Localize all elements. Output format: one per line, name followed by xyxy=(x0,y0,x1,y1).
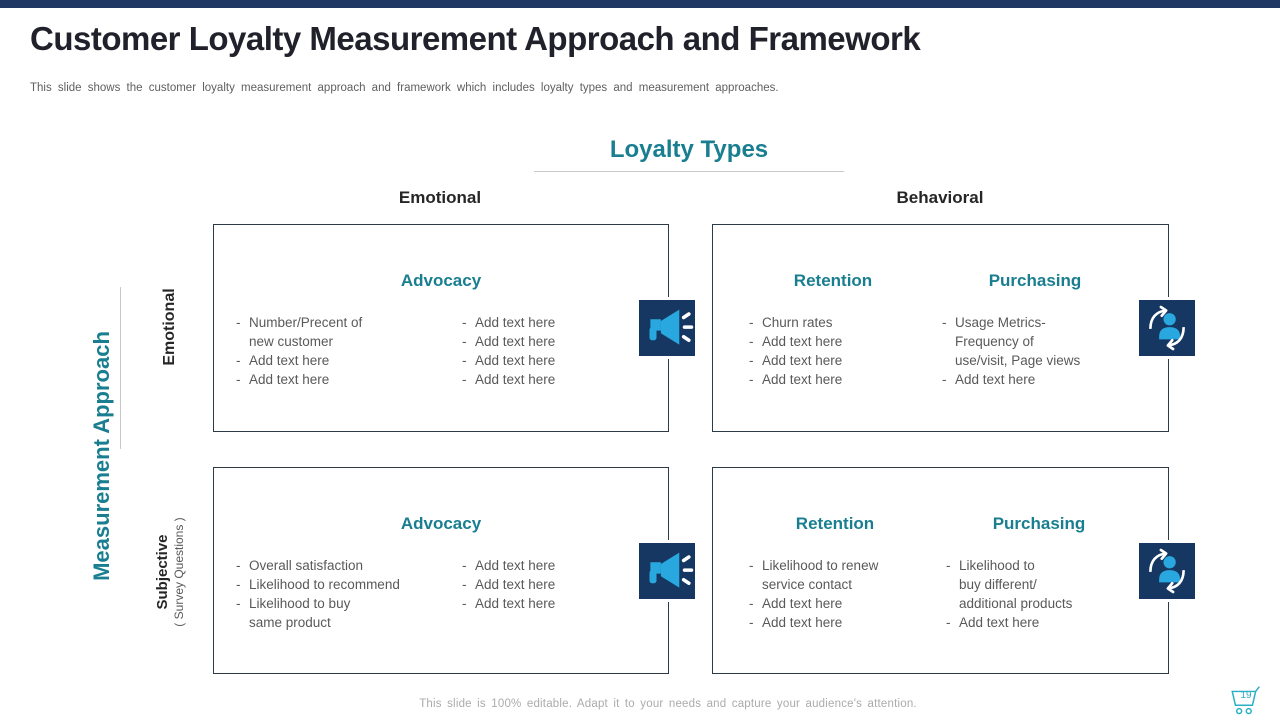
bullet-item: -Likelihood to renew service contact xyxy=(749,558,879,592)
bullet-item: -Add text here xyxy=(236,353,330,368)
matrix-box-behavioral-objective: Retention -Churn rates -Add text here -Add… xyxy=(712,224,1169,432)
customer-retention-icon xyxy=(1136,297,1198,359)
bullet-list: -Churn rates -Add text here -Add text here… xyxy=(749,313,917,389)
bullet-item: -Churn rates xyxy=(749,315,833,330)
box-header: Advocacy xyxy=(400,271,482,290)
bullet-item: -Add text here xyxy=(749,334,843,349)
bullet-item: -Add text here xyxy=(462,334,556,349)
column-header xyxy=(236,271,450,313)
bullet-item: -Add text here xyxy=(462,353,556,368)
bullet-item: -Likelihood to recommend xyxy=(236,577,400,592)
column-header-emotional: Emotional xyxy=(398,188,482,207)
row-axis-underline xyxy=(120,287,121,449)
bullet-item: -Likelihood to buy different/ additional… xyxy=(946,558,1073,611)
bullet-item: -Add text here xyxy=(462,372,556,387)
column-axis-title: Loyalty Types xyxy=(534,136,844,172)
bullet-item: -Add text here xyxy=(942,372,1036,387)
page-number: 19 xyxy=(1240,690,1252,701)
bullet-item: -Add text here xyxy=(946,615,1040,630)
bullet-list: -Usage Metrics- Frequency of use/visit, … xyxy=(942,313,1128,389)
bullet-item: -Usage Metrics- Frequency of use/visit, … xyxy=(942,315,1081,368)
bullet-item: -Add text here xyxy=(749,596,843,611)
bullet-list: -Add text here -Add text here -Add text he… xyxy=(462,313,658,389)
column-header-behavioral: Behavioral xyxy=(896,188,984,207)
cart-icon xyxy=(1228,684,1262,718)
page-title: Customer Loyalty Measurement Approach an… xyxy=(30,20,921,57)
column-header-retention: Retention xyxy=(793,271,873,290)
bullet-list: -Likelihood to buy different/ additional… xyxy=(946,556,1132,632)
megaphone-icon xyxy=(636,297,698,359)
column-header xyxy=(462,271,658,313)
bullet-item: -Add text here xyxy=(462,596,556,611)
bullet-item: -Likelihood to buy same product xyxy=(236,596,351,630)
row-header-emotional: Emotional xyxy=(161,288,178,366)
column-header-purchasing: Purchasing xyxy=(992,514,1086,533)
bullet-item: -Overall satisfaction xyxy=(236,558,364,573)
row-header-subjective-label: Subjective xyxy=(154,534,171,610)
megaphone-icon xyxy=(636,540,698,602)
bullet-item: -Add text here xyxy=(462,577,556,592)
column-header-retention: Retention xyxy=(795,514,875,533)
bullet-item: -Add text here xyxy=(749,615,843,630)
bullet-item: -Add text here xyxy=(749,353,843,368)
bullet-item: -Number/Precent of new customer xyxy=(236,315,363,349)
bullet-item: -Add text here xyxy=(462,558,556,573)
customer-retention-icon xyxy=(1136,540,1198,602)
box-header: Advocacy xyxy=(400,514,482,533)
bullet-list: -Add text here -Add text here -Add text he… xyxy=(462,556,658,613)
top-accent-bar xyxy=(0,0,1280,8)
row-header-subjective-sublabel: ( Survey Questions ) xyxy=(172,517,186,627)
bullet-item: -Add text here xyxy=(749,372,843,387)
footer-note: This slide is 100% editable. Adapt it to… xyxy=(419,698,917,710)
bullet-list: -Number/Precent of new customer -Add text… xyxy=(236,313,450,389)
row-axis-title: Measurement Approach xyxy=(89,331,114,581)
matrix-box-subjective-advocacy: Advocacy -Overall satisfaction -Likelihoo… xyxy=(213,467,669,674)
bullet-list: -Overall satisfaction -Likelihood to reco… xyxy=(236,556,450,632)
row-header-subjective: Subjective ( Survey Questions ) xyxy=(154,517,188,626)
column-header xyxy=(462,514,658,556)
bullet-list: -Likelihood to renew service contact -Add… xyxy=(749,556,921,632)
column-header-purchasing: Purchasing xyxy=(988,271,1082,290)
matrix-box-subjective-behavioral: Retention -Likelihood to renew service c… xyxy=(712,467,1169,674)
column-header xyxy=(236,514,450,556)
matrix-box-emotional-advocacy: Advocacy -Number/Precent of new customer… xyxy=(213,224,669,432)
bullet-item: -Add text here xyxy=(236,372,330,387)
page-subtitle: This slide shows the customer loyalty me… xyxy=(30,82,779,94)
bullet-item: -Add text here xyxy=(462,315,556,330)
